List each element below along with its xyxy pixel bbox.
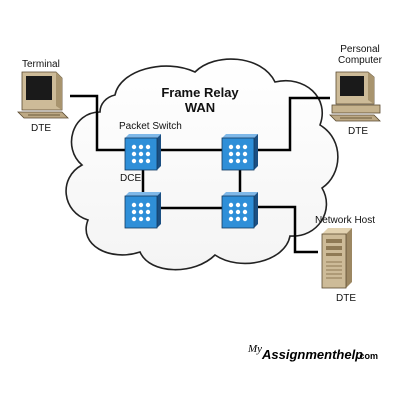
network-host-label: Network Host [315,215,375,226]
watermark-logo: My Assignmenthelp .com [247,343,378,362]
network-host-dte-label: DTE [336,293,356,304]
terminal-icon [17,71,69,119]
personal-computer-icon [329,71,381,122]
watermark-suffix: .com [357,351,378,361]
connections [70,94,330,254]
terminal-label: Terminal [22,59,60,70]
dce-label: DCE [120,173,141,184]
watermark-prefix: My [247,343,262,355]
packet-switch-top-left [124,134,161,171]
personal-computer-dte-label: DTE [348,126,368,137]
watermark-main: Assignmenthelp [261,347,363,362]
host-link [258,205,318,254]
packet-switch-label: Packet Switch [119,121,182,132]
packet-switch-bottom-right [221,192,258,229]
pc-link [258,96,330,152]
personal-computer-label-line1: Personal [340,44,379,55]
diagram-title-line1: Frame Relay [161,85,239,100]
packet-switch-top-right [221,134,258,171]
terminal-dte-label: DTE [31,123,51,134]
diagram-title-line2: WAN [185,100,215,115]
packet-switch-bottom-left [124,192,161,229]
personal-computer-label-line2: Computer [338,55,383,66]
network-host-server-icon [321,228,352,289]
terminal-link [70,94,125,152]
